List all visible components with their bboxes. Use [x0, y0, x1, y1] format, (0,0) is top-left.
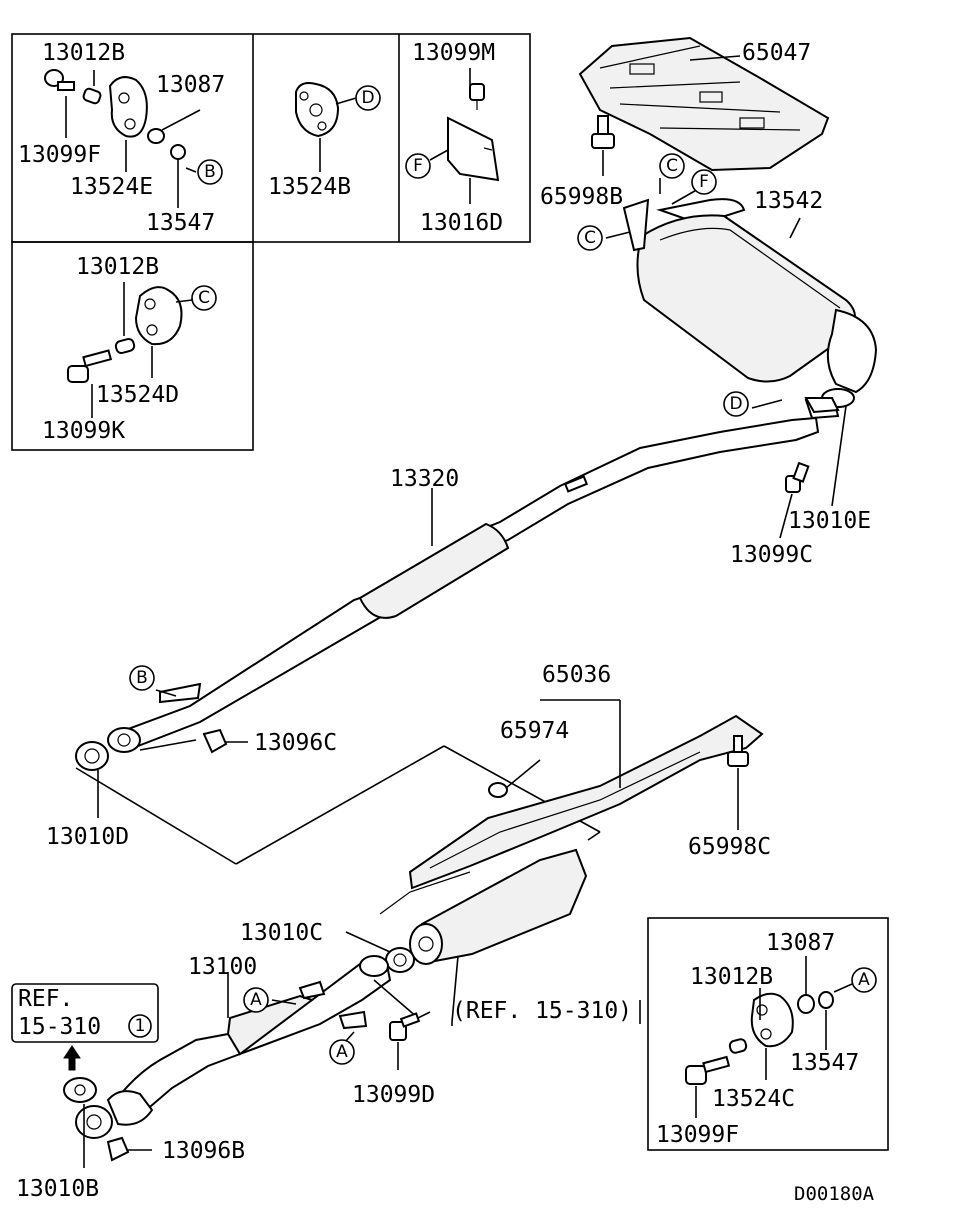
bolt-65998B — [591, 115, 615, 176]
center-pipe-13320 — [107, 416, 820, 753]
bolt-13099D — [389, 1012, 421, 1070]
inset-hanger-13524E — [44, 69, 201, 208]
label-13096B: 13096B — [162, 1138, 245, 1164]
ref-box-line1: REF. — [18, 986, 73, 1012]
label-13524D: 13524D — [96, 382, 179, 408]
svg-text:B: B — [204, 162, 216, 182]
label-13099D: 13099D — [352, 1082, 435, 1108]
ref-arrow — [63, 1045, 81, 1071]
label-13096C: 13096C — [254, 730, 337, 756]
ref-box-line2: 15-310 — [18, 1014, 101, 1040]
label-13016D: 13016D — [420, 210, 503, 236]
label-13010E: 13010E — [788, 508, 871, 534]
label-65998B: 65998B — [540, 184, 623, 210]
label-13542: 13542 — [754, 188, 823, 214]
label-65047: 65047 — [742, 40, 811, 66]
marker-F-top: F — [405, 153, 431, 179]
label-13010B: 13010B — [16, 1176, 99, 1202]
marker-B-top: B — [197, 159, 223, 185]
label-65998C: 65998C — [688, 834, 771, 860]
ref-catalyst: (REF. 15-310) — [452, 998, 632, 1024]
label-13547-b: 13547 — [790, 1050, 859, 1076]
ref-line-catalyst — [451, 1000, 641, 1026]
gasket-13010B — [63, 1077, 113, 1168]
marker-C-inset: C — [191, 285, 217, 311]
marker-A-front-b: A — [329, 1039, 355, 1065]
label-13010C: 13010C — [240, 920, 323, 946]
leader-lines-mid — [75, 745, 601, 865]
label-13524E: 13524E — [70, 174, 153, 200]
nut-13096C — [202, 728, 248, 754]
label-13012B-b: 13012B — [76, 254, 159, 280]
markers: B D F C C F C D — [129, 85, 877, 1065]
label-13100: 13100 — [188, 954, 257, 980]
gasket-13010D — [75, 741, 109, 818]
bolt-13099C — [779, 461, 810, 539]
label-13012B-a: 13012B — [42, 40, 125, 66]
label-13099F-a: 13099F — [18, 142, 101, 168]
nut-13096B — [106, 1136, 152, 1162]
gasket-13010E — [804, 397, 847, 507]
label-65974: 65974 — [500, 718, 569, 744]
label-13099C: 13099C — [730, 542, 813, 568]
label-13012B-c: 13012B — [690, 964, 773, 990]
heat-protector-65047 — [578, 36, 830, 172]
svg-text:D: D — [361, 88, 374, 108]
marker-A-front-a: A — [243, 987, 269, 1013]
svg-text:C: C — [198, 288, 210, 308]
muffler-13542 — [605, 178, 878, 420]
inset-hanger-13524D — [67, 282, 193, 418]
label-13087-a: 13087 — [156, 72, 225, 98]
marker-A-inset: A — [851, 967, 877, 993]
label-65036: 65036 — [542, 662, 611, 688]
inset-bracket-13016D — [429, 68, 500, 204]
catalytic-converter — [409, 848, 588, 1023]
marker-D-top: D — [355, 85, 381, 111]
inset-frame-top — [11, 33, 531, 451]
inset-hanger-13524B — [295, 82, 357, 172]
marker-D-muffler: D — [723, 391, 749, 417]
ref-box — [11, 983, 159, 1043]
bolt-65998C — [727, 735, 749, 830]
label-13087-b: 13087 — [766, 930, 835, 956]
label-13524B: 13524B — [268, 174, 351, 200]
svg-text:A: A — [336, 1042, 348, 1062]
marker-C-muffler-b: C — [577, 225, 603, 251]
ref-box-num: 1 — [135, 1016, 146, 1036]
label-13524C: 13524C — [712, 1086, 795, 1112]
heat-protector-65036 — [379, 699, 764, 915]
part-labels: 13012B 13087 13099F 13524E 13547 13524B … — [16, 40, 875, 1205]
marker-F-muffler: F — [691, 169, 717, 195]
label-13010D: 13010D — [46, 824, 129, 850]
svg-text:C: C — [584, 228, 596, 248]
inset-frame-bottom — [647, 917, 889, 1151]
label-13320: 13320 — [390, 466, 459, 492]
svg-text:A: A — [858, 970, 870, 990]
label-13099K: 13099K — [42, 418, 125, 444]
svg-text:F: F — [699, 172, 709, 192]
gasket-13010C — [345, 931, 415, 973]
svg-text:B: B — [136, 668, 148, 688]
ref-box-circle: 1 — [128, 1014, 152, 1038]
svg-text:C: C — [666, 156, 678, 176]
svg-text:F: F — [413, 156, 423, 176]
marker-B-pipe: B — [129, 665, 155, 691]
label-13099M: 13099M — [412, 40, 495, 66]
svg-text:A: A — [250, 990, 262, 1010]
footer-code: D00180A — [794, 1183, 875, 1205]
marker-C-muffler-a: C — [659, 153, 685, 179]
svg-text:D: D — [729, 394, 742, 414]
label-13547-a: 13547 — [146, 210, 215, 236]
label-13099F-b: 13099F — [656, 1122, 739, 1148]
